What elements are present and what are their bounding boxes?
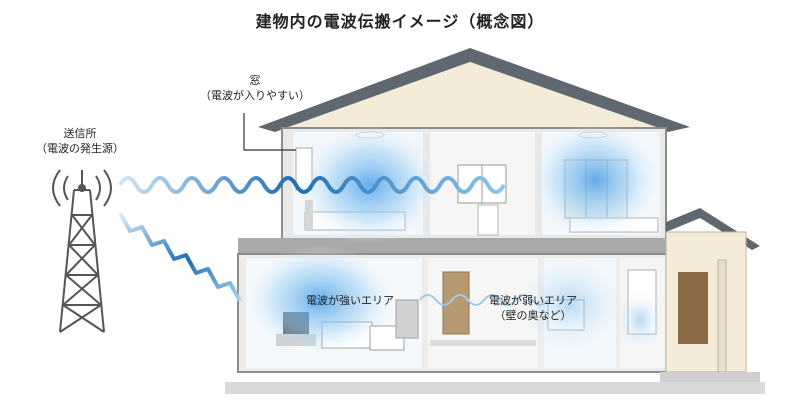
shelf xyxy=(395,299,419,339)
tower-label: 送信所 xyxy=(63,127,97,140)
weak-area-note: （壁の奥など） xyxy=(494,309,572,322)
front-door xyxy=(678,272,708,344)
tower-note: （電波の発生源） xyxy=(36,142,124,155)
glow-weak xyxy=(515,257,625,353)
tower-antenna xyxy=(78,184,86,192)
wave-weak xyxy=(419,294,549,306)
step xyxy=(660,372,760,382)
ground xyxy=(225,382,765,394)
roof xyxy=(258,48,690,132)
glow-upper-left xyxy=(300,125,440,245)
weak-area-label: 電波が弱いエリア xyxy=(489,294,577,307)
window-leader xyxy=(243,113,296,151)
window-note: （電波が入りやすい） xyxy=(200,89,310,102)
door xyxy=(442,271,470,335)
glow-upper-right xyxy=(530,122,660,238)
gable xyxy=(280,62,665,130)
wave-upper xyxy=(118,176,506,194)
window-label: 窓 xyxy=(249,74,261,87)
wave-lower xyxy=(118,212,242,302)
tower xyxy=(52,169,112,333)
glow-living xyxy=(245,245,395,355)
diagram-title: 建物内の電波伝搬イメージ（概念図） xyxy=(255,12,545,31)
strong-area-label: 電波が強いエリア xyxy=(306,294,394,307)
